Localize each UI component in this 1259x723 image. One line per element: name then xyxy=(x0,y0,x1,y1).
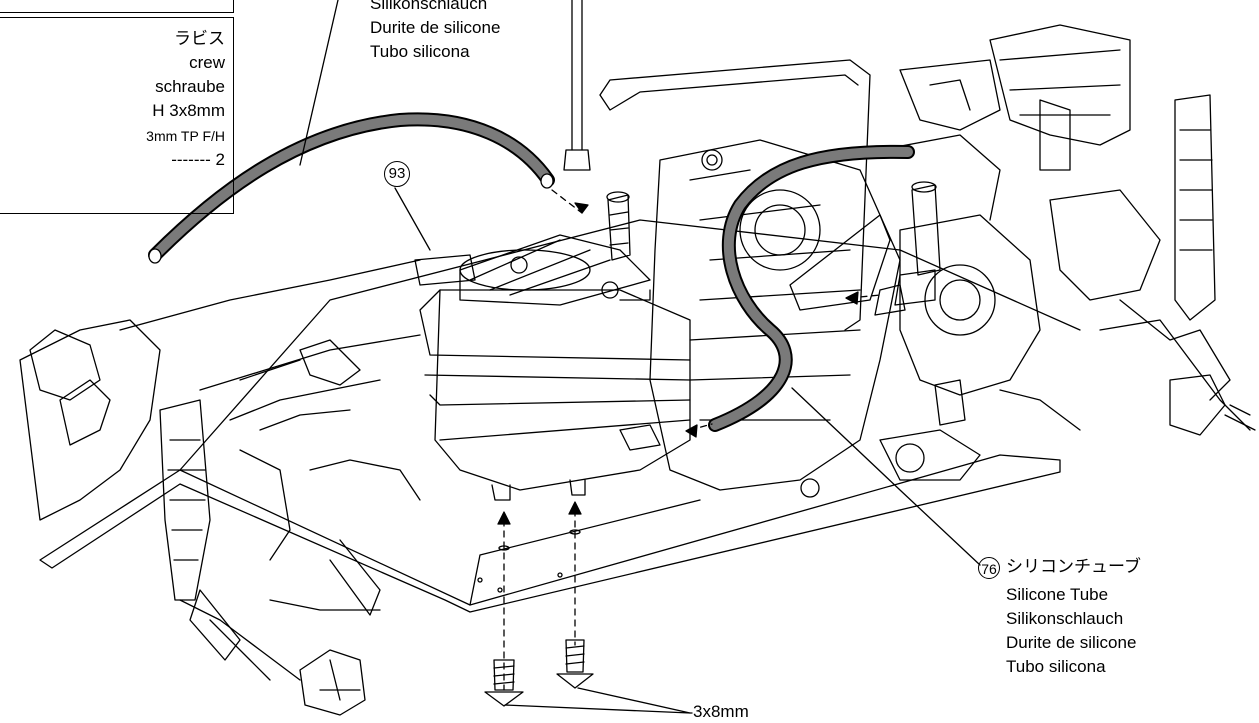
tank-cap xyxy=(459,234,651,306)
top-label-es: Tubo silicona xyxy=(370,42,470,61)
front-shock-left xyxy=(29,329,101,401)
part-93-callout: 93 xyxy=(384,161,410,187)
roll-bar xyxy=(599,59,871,331)
part-76-label-jp: 76 シリコンチューブ xyxy=(978,556,1141,579)
screw-left xyxy=(484,659,524,707)
front-hub-left xyxy=(299,649,366,716)
front-steering xyxy=(299,339,361,386)
engine xyxy=(649,139,901,491)
legend-line-size: H 3x8mm xyxy=(152,101,225,120)
legend-line-tp: 3mm TP F/H xyxy=(146,128,225,144)
tank-nipple xyxy=(607,194,631,261)
legend-line-en: crew xyxy=(189,53,225,72)
leader-line-top xyxy=(299,0,339,166)
part-76-label-es: Tubo silicona xyxy=(1006,657,1106,676)
part-76-label-de: Silikonschlauch xyxy=(1006,609,1124,628)
part-76-label-fr: Durite de silicone xyxy=(1006,633,1137,652)
legend-line-qty: ------- 2 xyxy=(171,150,225,169)
legend-line-jp: ラビス xyxy=(174,29,225,48)
part-76-name-jp: シリコンチューブ xyxy=(1006,557,1141,576)
rear-shock-right xyxy=(1174,94,1216,321)
legend-top-strip xyxy=(0,0,234,13)
top-label-de: Silikonschlauch xyxy=(370,0,488,13)
rear-shock-tower xyxy=(989,24,1131,146)
rear-hub-right xyxy=(1169,374,1226,436)
part-76-label-en: Silicone Tube xyxy=(1006,585,1109,604)
screw-size-label: 3x8mm xyxy=(693,702,749,721)
legend-line-de: schraube xyxy=(155,77,225,96)
leader-line-screws xyxy=(504,687,691,714)
chassis-plate xyxy=(39,454,1061,613)
carburetor-plate xyxy=(789,214,891,311)
part-76-callout: 76 xyxy=(978,556,1000,579)
top-label-fr: Durite de silicone xyxy=(370,18,501,37)
leader-line-76 xyxy=(791,387,981,566)
gearbox xyxy=(899,214,1041,396)
screw-right xyxy=(556,639,594,689)
screw-legend-box: ラビス crew schraube H 3x8mm 3mm TP F/H ---… xyxy=(0,17,234,214)
